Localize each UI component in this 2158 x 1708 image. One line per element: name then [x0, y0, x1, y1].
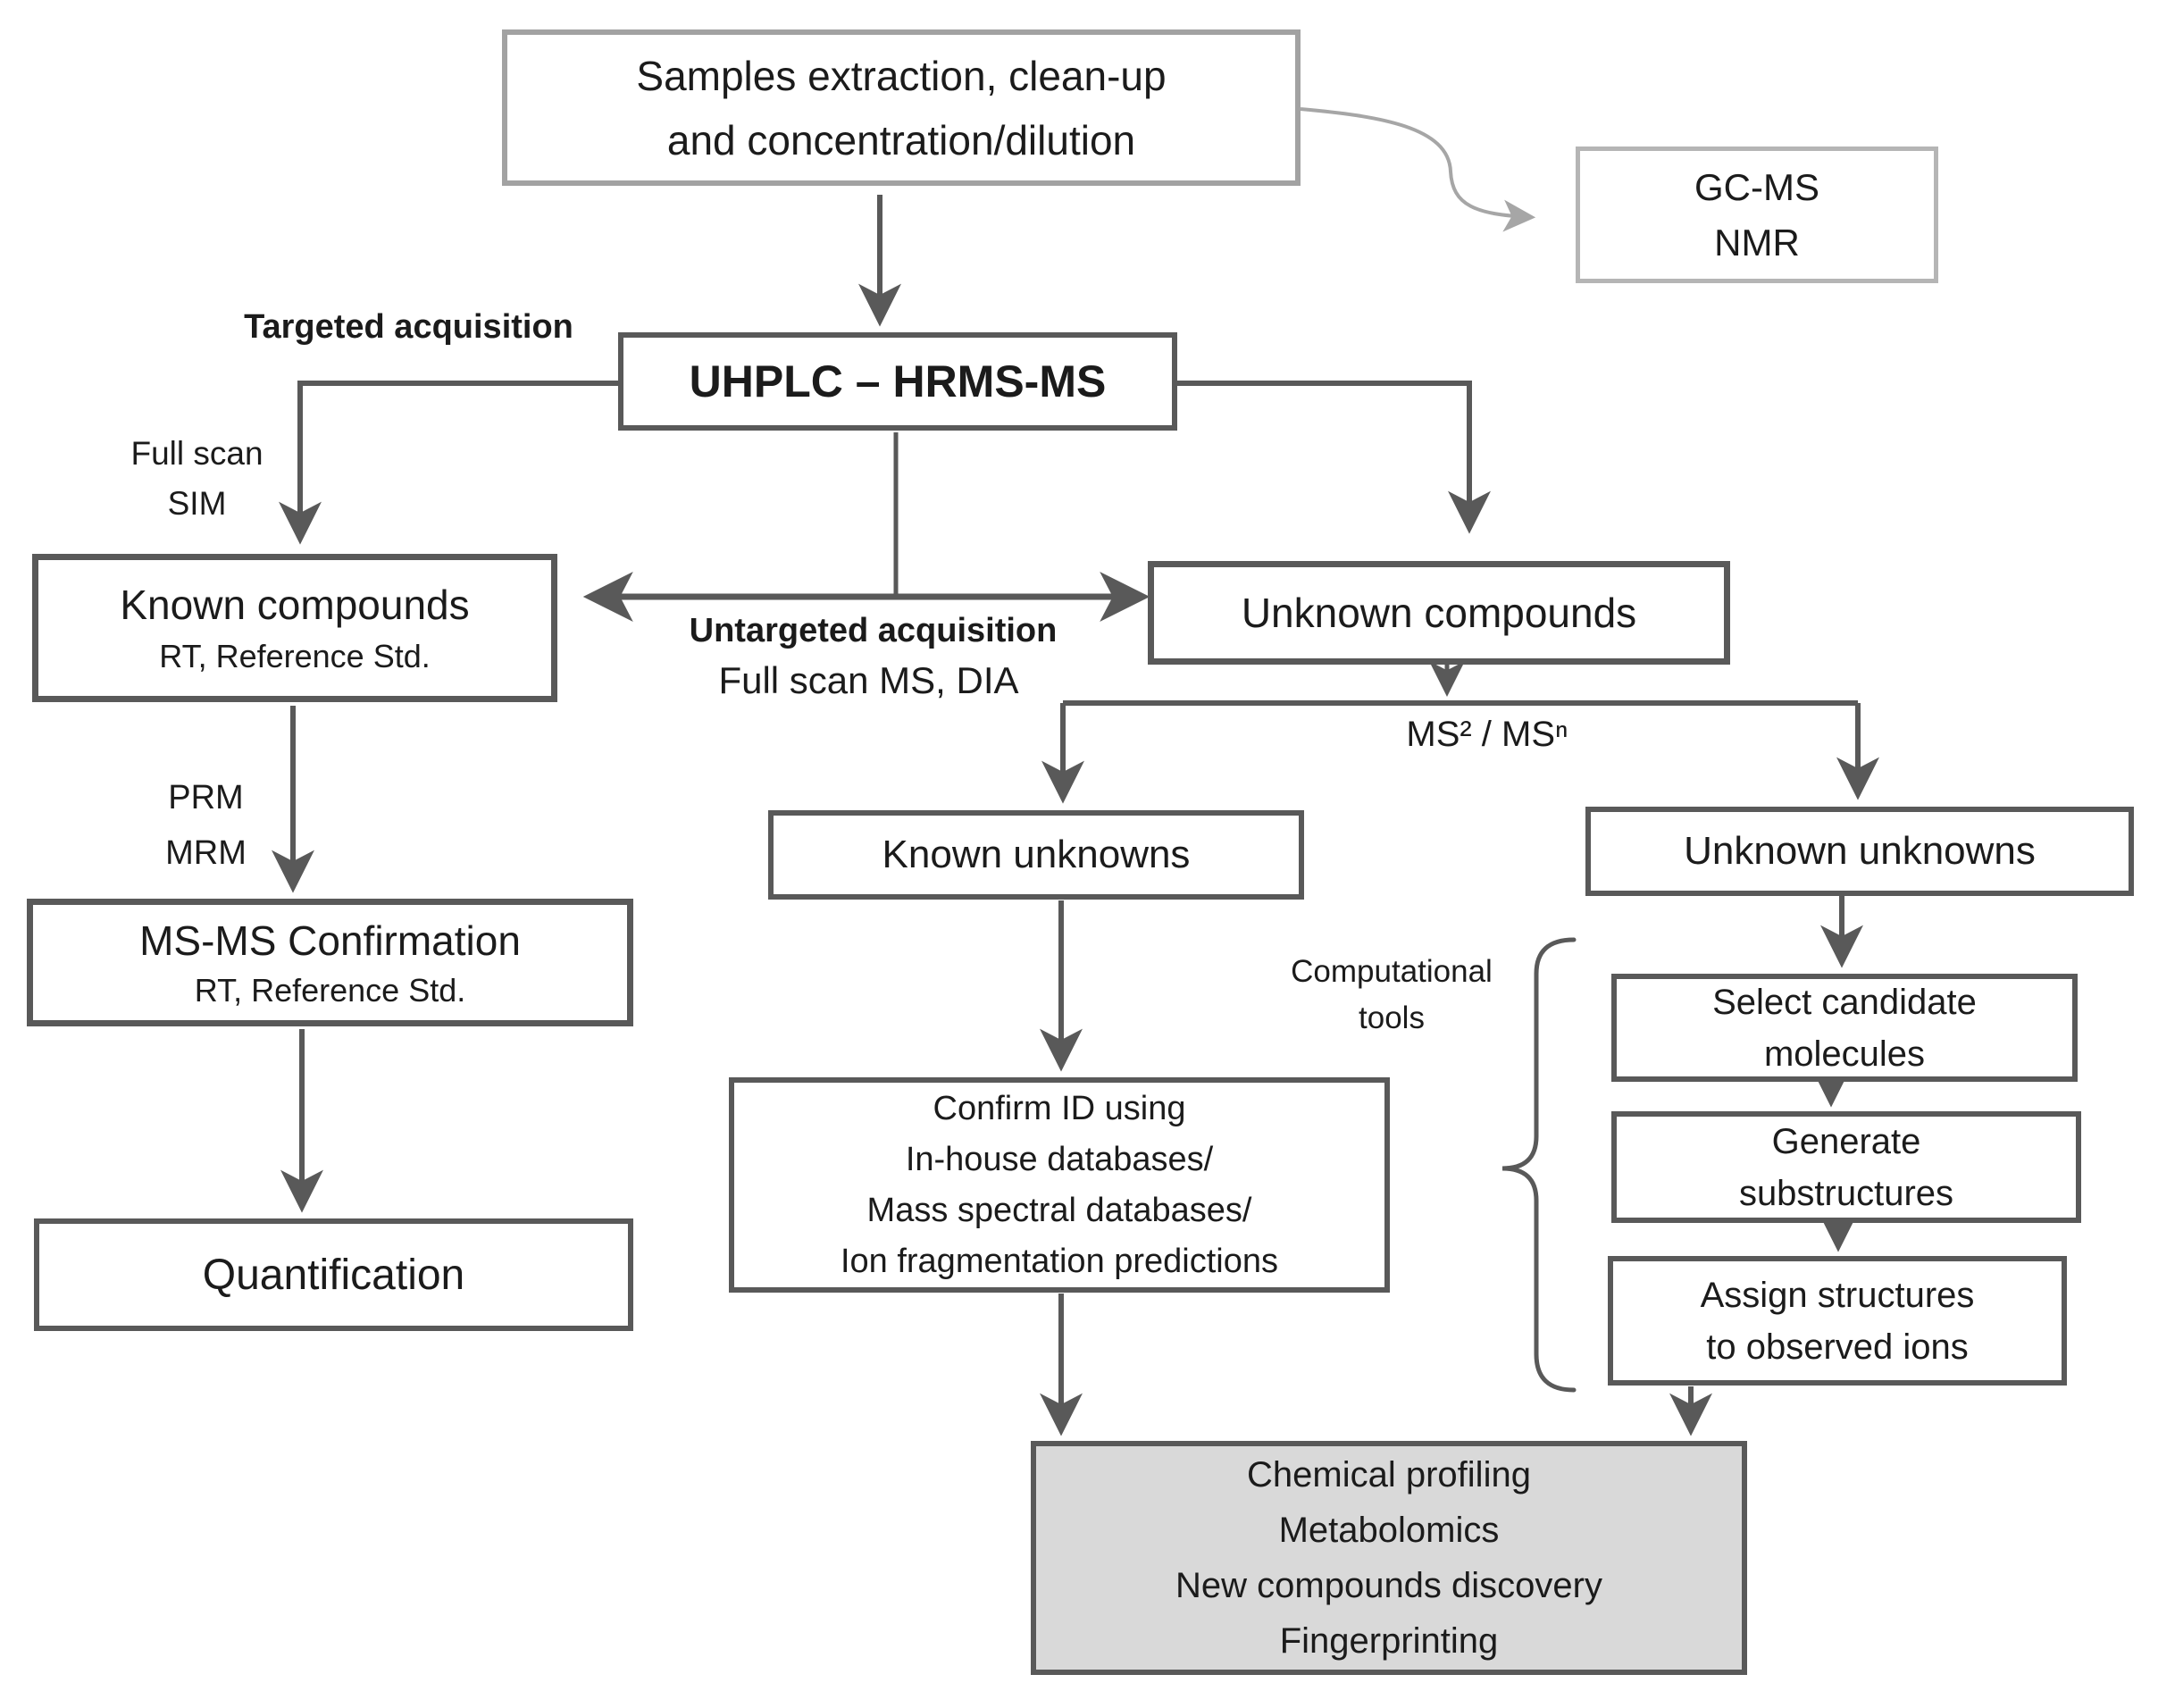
- box-outcomes-line: Metabolomics: [1278, 1511, 1500, 1550]
- label-prm-mrm-line: MRM: [165, 834, 247, 872]
- box-quantification-title: Quantification: [202, 1251, 465, 1299]
- label-prm-mrm-line: PRM: [168, 779, 244, 816]
- box-known-compounds: Known compounds RT, Reference Std.: [32, 554, 557, 702]
- label-full-scan-sim-line: Full scan: [130, 435, 263, 472]
- label-full-scan-sim-line: SIM: [167, 485, 227, 522]
- box-outcomes-line: Chemical profiling: [1247, 1455, 1531, 1494]
- box-msms-confirmation: MS-MS Confirmation RT, Reference Std.: [27, 899, 633, 1026]
- connector-targeted-branch: [279, 381, 618, 545]
- box-uhplc-label: UHPLC – HRMS-MS: [689, 356, 1107, 406]
- box-gcms-line: GC-MS: [1694, 165, 1819, 208]
- box-outcomes-line: New compounds discovery: [1175, 1566, 1602, 1605]
- box-quantification: Quantification: [34, 1218, 633, 1331]
- box-outcomes: Chemical profiling Metabolomics New comp…: [1031, 1441, 1747, 1675]
- box-msms-title: MS-MS Confirmation: [139, 917, 521, 964]
- box-generate-line: Generate: [1771, 1121, 1921, 1161]
- box-confirm-line: Ion fragmentation predictions: [840, 1242, 1279, 1280]
- box-confirm-line: Confirm ID using: [933, 1089, 1186, 1127]
- box-samples-line: and concentration/dilution: [666, 116, 1136, 163]
- box-samples-line: Samples extraction, clean-up: [636, 52, 1167, 99]
- box-known-unknowns-title: Known unknowns: [882, 833, 1191, 876]
- label-targeted-acquisition: Targeted acquisition: [244, 308, 573, 346]
- arrow-samples-to-gcms: [1300, 107, 1536, 232]
- box-unknown-compounds: Unknown compounds: [1148, 561, 1730, 665]
- brace-computational-tools: [1501, 937, 1577, 1393]
- box-known-compounds-title: Known compounds: [120, 582, 470, 628]
- box-unknown-unknowns: Unknown unknowns: [1585, 807, 2134, 896]
- box-confirm-id: Confirm ID using In-house databases/ Mas…: [729, 1077, 1390, 1293]
- box-samples-extraction: Samples extraction, clean-up and concent…: [502, 29, 1301, 186]
- box-gcms-nmr: GC-MS NMR: [1576, 147, 1938, 283]
- box-select-candidate-molecules: Select candidate molecules: [1611, 974, 2078, 1082]
- box-generate-line: substructures: [1738, 1173, 1954, 1213]
- connector-untargeted-right-branch: [1177, 381, 1491, 534]
- box-gcms-line: NMR: [1714, 221, 1800, 264]
- box-select-line: Select candidate: [1712, 982, 1977, 1022]
- box-generate-substructures: Generate substructures: [1611, 1111, 2081, 1223]
- label-full-scan-ms-dia: Full scan MS, DIA: [718, 659, 1019, 701]
- box-unknown-unknowns-title: Unknown unknowns: [1684, 829, 2036, 873]
- box-select-line: molecules: [1763, 1034, 1926, 1074]
- label-computational-tools-line: tools: [1359, 1001, 1425, 1035]
- box-msms-subtitle: RT, Reference Std.: [194, 971, 466, 1009]
- box-unknown-compounds-title: Unknown compounds: [1241, 590, 1637, 636]
- box-known-compounds-subtitle: RT, Reference Std.: [159, 638, 431, 674]
- box-assign-structures: Assign structures to observed ions: [1608, 1256, 2067, 1386]
- box-uhplc-hrms-ms: UHPLC – HRMS-MS: [618, 332, 1177, 431]
- box-assign-line: Assign structures: [1700, 1275, 1975, 1315]
- box-confirm-line: In-house databases/: [905, 1140, 1214, 1178]
- box-confirm-line: Mass spectral databases/: [866, 1191, 1252, 1229]
- label-ms2-msn: MS² / MSⁿ: [1406, 715, 1568, 754]
- label-full-scan-sim: Full scan SIM: [79, 429, 315, 529]
- box-outcomes-line: Fingerprinting: [1279, 1621, 1499, 1661]
- label-prm-mrm: PRM MRM: [132, 770, 280, 881]
- label-untargeted-acquisition: Untargeted acquisition: [689, 612, 1058, 649]
- box-known-unknowns: Known unknowns: [768, 810, 1304, 900]
- box-assign-line: to observed ions: [1706, 1327, 1969, 1367]
- label-computational-tools-line: Computational: [1291, 954, 1493, 989]
- label-computational-tools: Computational tools: [1258, 949, 1526, 1042]
